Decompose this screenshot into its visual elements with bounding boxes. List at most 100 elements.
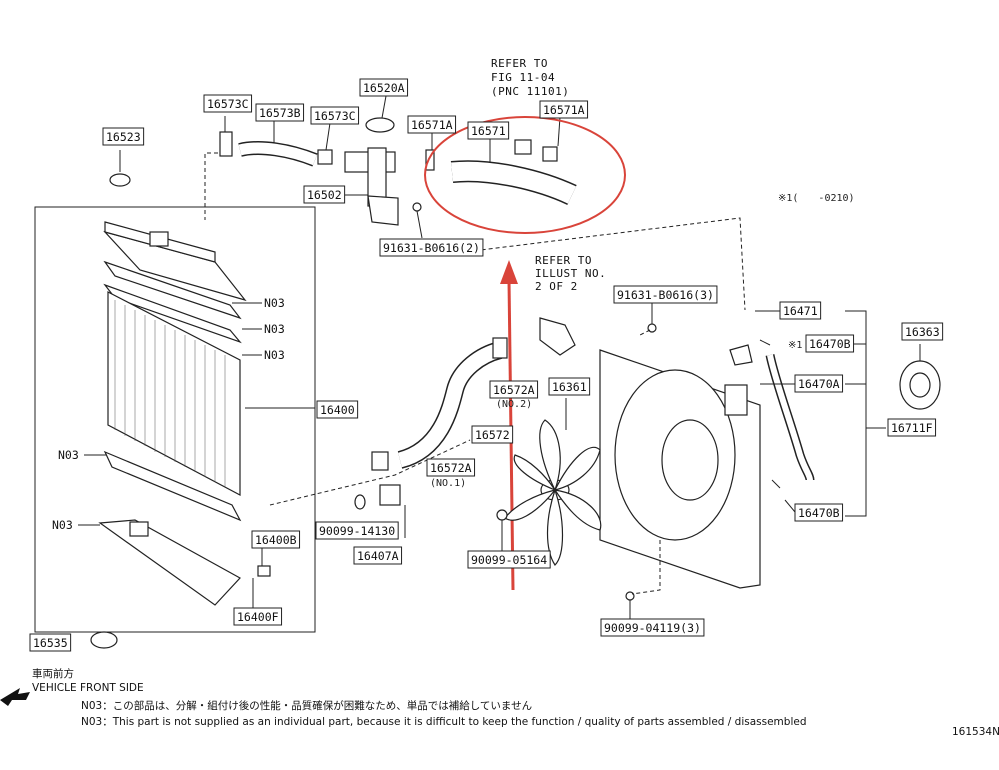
ref-line-1: REFER TO xyxy=(491,57,548,70)
label-box xyxy=(467,550,551,569)
label-box xyxy=(805,334,855,353)
drain-plug-16400B xyxy=(257,565,271,577)
label-box xyxy=(794,374,844,393)
n03-label-e: N03 xyxy=(52,518,73,532)
radiator-group-frame xyxy=(34,206,316,633)
label-box xyxy=(359,78,409,97)
part-label-16571A-a: 16571A xyxy=(411,118,453,132)
n03-label-d: N03 xyxy=(58,448,79,462)
reserve-tank xyxy=(724,384,748,416)
radiator-core xyxy=(107,291,241,496)
figure-id: 161534N xyxy=(952,726,999,738)
label-box xyxy=(303,185,346,204)
clamp-16572A-no1 xyxy=(371,451,389,471)
part-label-16363: 16363 xyxy=(905,325,940,339)
part-label-91631-B0616-3: 91631-B0616(3) xyxy=(617,288,714,302)
part-label-90099-05164: 90099-05164 xyxy=(471,553,547,567)
label-box xyxy=(251,530,301,549)
label-box xyxy=(407,115,457,134)
label-box xyxy=(29,633,72,652)
radiator-upper-inlet xyxy=(149,231,169,247)
ref-illust-line-1: REFER TO xyxy=(535,254,592,267)
n03-label-a: N03 xyxy=(264,296,285,310)
label-box xyxy=(471,425,514,444)
cap-16520A xyxy=(365,117,395,133)
lower-gasket xyxy=(103,450,242,522)
label-box xyxy=(901,322,944,341)
n03-labels: N03 N03 N03 N03 N03 xyxy=(52,296,315,532)
label-box xyxy=(539,100,589,119)
part-label-16520A: 16520A xyxy=(363,81,405,95)
drain-cap-16523 xyxy=(109,173,131,187)
water-outlet xyxy=(539,317,576,356)
annotation-no2: (NO.2) xyxy=(496,399,532,410)
clamp-16571A-left xyxy=(425,149,435,171)
part-label-16400B: 16400B xyxy=(255,533,297,547)
label-box xyxy=(613,285,718,304)
part-label-16523: 16523 xyxy=(106,130,141,144)
upper-gasket-1 xyxy=(103,260,242,320)
vehicle-front-arrow-icon xyxy=(0,688,30,706)
part-label-16571A-b: 16571A xyxy=(543,103,585,117)
label-box xyxy=(600,618,705,637)
part-label-16400F: 16400F xyxy=(237,610,279,624)
cushion-16535 xyxy=(90,631,118,649)
part-label-16502: 16502 xyxy=(307,188,342,202)
radiator-lower-tank xyxy=(98,519,241,606)
part-labels: 16523 16573C 16573B 16573C 16520A 16571A… xyxy=(29,78,944,652)
bolt-90099-04119 xyxy=(625,591,635,601)
ref-illust-line-3: 2 OF 2 xyxy=(535,280,578,293)
part-label-16572: 16572 xyxy=(475,428,510,442)
label-box xyxy=(794,503,844,522)
annotation-no1: (NO.1) xyxy=(430,478,466,489)
part-label-16573C-b: 16573C xyxy=(314,109,356,123)
part-label-90099-14130: 90099-14130 xyxy=(319,524,395,538)
part-label-90099-04119: 90099-04119(3) xyxy=(604,621,701,635)
footer: 車両前方 VEHICLE FRONT SIDE N03：この部品は、分解・組付け… xyxy=(0,667,999,738)
radiator-assembly xyxy=(34,150,316,649)
hose-clamp-16573C-left xyxy=(219,131,233,157)
label-box xyxy=(489,380,539,399)
label-box xyxy=(379,238,484,257)
highlight-circle xyxy=(424,116,626,234)
label-box xyxy=(779,301,822,320)
lower-hose-group xyxy=(269,317,576,538)
label-box xyxy=(310,106,360,125)
label-box xyxy=(233,607,283,626)
part-label-16400: 16400 xyxy=(320,403,355,417)
note-en: N03：This part is not supplied as an indi… xyxy=(81,716,807,728)
ref-line-3: (PNC 11101) xyxy=(491,85,569,98)
label-box xyxy=(548,377,591,396)
clip-16471 xyxy=(729,344,753,366)
part-label-16471: 16471 xyxy=(783,304,818,318)
label-box xyxy=(353,546,403,565)
upper-hose-group xyxy=(204,95,746,311)
fan-16361 xyxy=(504,419,602,566)
clamp-16571A-top xyxy=(514,139,532,155)
n03-label-c: N03 xyxy=(264,348,285,362)
label-box xyxy=(315,521,399,540)
n03-label-b: N03 xyxy=(264,322,285,336)
label-box xyxy=(102,127,145,146)
part-label-16535: 16535 xyxy=(33,636,68,650)
annotation-mark1-small: ※1 xyxy=(788,340,802,351)
vehicle-front-jp: 車両前方 xyxy=(32,667,74,680)
nut-90099-05164 xyxy=(496,509,508,521)
part-label-16470B-a: 16470B xyxy=(809,337,851,351)
part-label-16573B: 16573B xyxy=(259,106,301,120)
highlight-arrow xyxy=(500,260,518,591)
part-label-16572A-b: 16572A xyxy=(430,461,472,475)
bolt-91631-B0616-2 xyxy=(412,202,422,212)
part-label-16573C-a: 16573C xyxy=(207,97,249,111)
label-box xyxy=(887,418,937,437)
label-box xyxy=(426,458,476,477)
annotation-mark1: ※1( -0210) xyxy=(778,193,855,204)
fan-shroud-assembly xyxy=(496,302,941,620)
label-box xyxy=(203,94,253,113)
note-jp: N03：この部品は、分解・組付け後の性能・品質確保が困難なため、単品では補給して… xyxy=(81,699,532,712)
part-label-16361: 16361 xyxy=(552,380,587,394)
ref-line-2: FIG 11-04 xyxy=(491,71,555,84)
part-label-16470B-b: 16470B xyxy=(798,506,840,520)
radiator-lower-outlet xyxy=(129,521,149,537)
refer-to-fig-11-04: REFER TO FIG 11-04 (PNC 11101) xyxy=(491,57,569,98)
